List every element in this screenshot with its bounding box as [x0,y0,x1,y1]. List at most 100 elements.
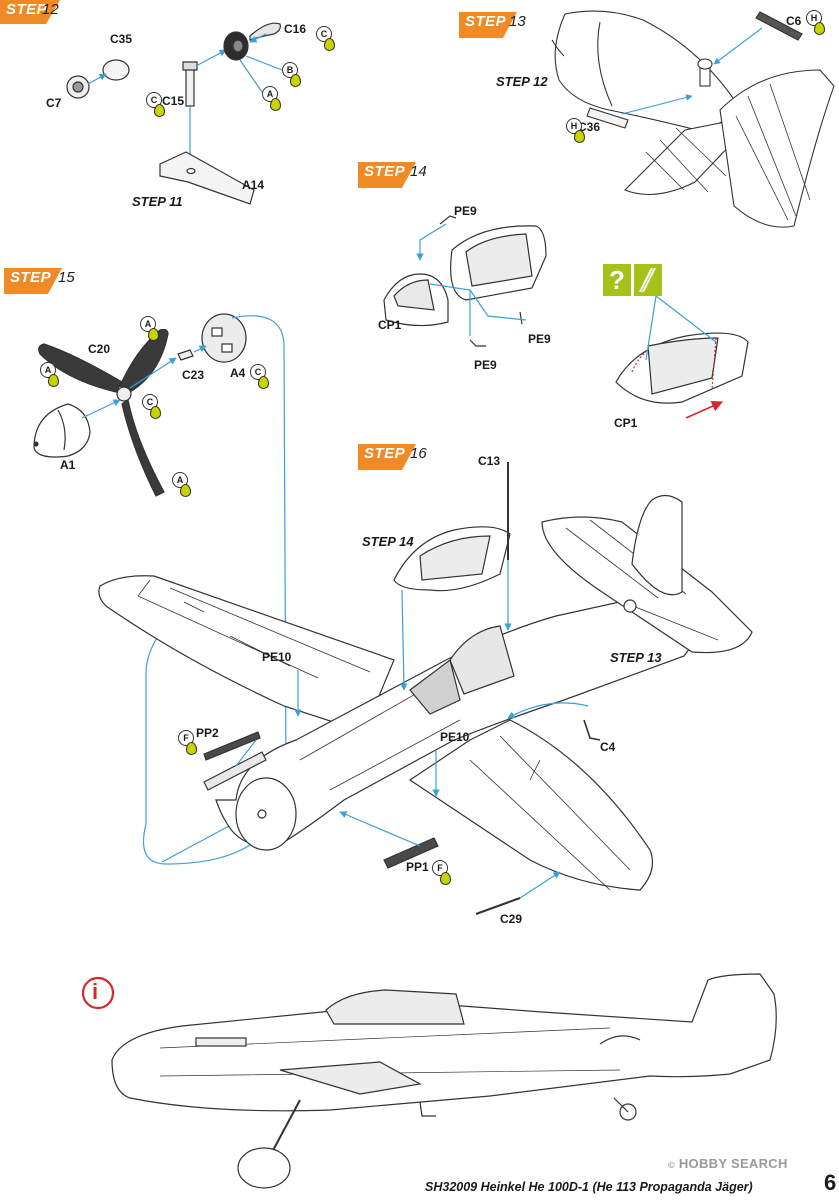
paint-drop-icon [154,104,165,117]
prop-hub [116,386,132,402]
step-label: STEP [6,1,48,18]
paint-badge-a-15left: A [40,362,62,388]
step-number: 14 [410,163,427,180]
label-pp2: PP2 [196,726,219,740]
profile-undercarriage [269,1099,301,1157]
label-c35: C35 [110,32,133,46]
label-pe9-bottom: PE9 [474,358,497,372]
paint-badge-a-15bot: A [172,472,194,498]
v-fin [719,69,835,228]
info-symbol-icon [81,976,115,1010]
paint-drop-icon [186,742,197,755]
step-tab-shape [358,444,416,470]
step-tab-shape [4,268,62,294]
paint-drop-icon [324,38,335,51]
watermark: © HOBBY SEARCH [668,1156,788,1171]
label-c15: C15 [162,94,185,108]
paint-badge-pp1: F [432,860,454,886]
ref-step12: STEP 12 [496,74,548,89]
paint-badge-b-12: B [282,62,304,88]
step-label: STEP [465,13,507,30]
tail-v-fin [631,494,683,596]
step-16-header: STEP 16 [358,444,427,470]
paint-drop-icon [574,130,585,143]
paint-badge-a4: C [250,364,272,390]
part-c4-step [583,719,601,741]
paint-badge-c6: H [806,10,828,36]
profile-wheel [237,1147,291,1189]
paint-badge-c15: C [146,92,168,118]
step-label: STEP [10,269,52,286]
step15-assembly [33,313,287,865]
label-c6: C6 [786,14,802,28]
label-a4: A4 [230,366,246,380]
fuselage-aft [554,10,742,133]
label-pe10-left: PE10 [262,650,292,664]
step-15-header: STEP 15 [4,268,75,294]
sand-optional-icon [634,264,662,296]
part-a4-backplate [201,313,247,363]
watermark-text: HOBBY SEARCH [678,1156,788,1171]
step-label: STEP [364,445,406,462]
label-c20: C20 [88,342,111,356]
step13-assembly [551,10,835,228]
part-c15-strut [185,67,195,107]
label-pe10-right: PE10 [440,730,470,744]
slash-glyph-icon [639,267,656,293]
ref-step11: STEP 11 [132,194,183,209]
label-c36: C36 [578,120,601,134]
label-c7: C7 [46,96,62,110]
step-number: 16 [410,445,427,462]
paint-badge-c36: H [566,118,588,144]
paint-badge-c-15mid: C [142,394,164,420]
paint-drop-icon [290,74,301,87]
question-glyph: ? [609,265,625,295]
prop-blade-bottom [121,399,165,497]
paint-badge-c16: C [316,26,338,52]
label-pe9-top: PE9 [454,204,477,218]
part-a14-base [159,151,255,205]
canopy-installed [449,625,515,695]
step14-alt-canopy [615,295,749,419]
step12-assembly [66,22,283,205]
wing-left [98,575,395,733]
paint-drop-icon [258,376,269,389]
part-c16-fairing [249,22,281,41]
paint-drop-icon [180,484,191,497]
tail-h-stab [541,516,753,654]
label-c13: C13 [478,454,501,468]
prop-blade-right [119,328,169,393]
profile-wing [279,1061,422,1095]
step-label: STEP [364,163,406,180]
paint-drop-icon [440,872,451,885]
ref-step13: STEP 13 [610,650,662,665]
step-12-header: STEP 12 [0,0,60,26]
label-a14: A14 [242,178,265,192]
paint-drop-icon [150,406,161,419]
paint-drop-icon [48,374,59,387]
step-tab-shape [358,162,416,188]
h-stabiliser [624,121,736,195]
prop-blade-left [38,343,123,393]
ref-step14: STEP 14 [362,534,414,549]
info-letter: i [92,979,99,1004]
label-a1: A1 [60,458,76,472]
label-c29: C29 [500,912,523,926]
page-number: 6 [824,1170,837,1195]
step-tab-shape [0,0,60,24]
part-a1-spinner [33,403,91,458]
label-c16: C16 [284,22,307,36]
footer-title: SH32009 Heinkel He 100D-1 (He 113 Propag… [425,1180,753,1194]
step14-assembly [383,215,547,347]
paint-badge-pp2: F [178,730,200,756]
label-pe9-right: PE9 [528,332,551,346]
part-c6-strip [755,11,803,41]
exhaust-pp2 [203,751,267,791]
label-cp1: CP1 [378,318,402,332]
step-number: 15 [58,269,75,286]
step-number: 13 [509,13,526,30]
step-14-header: STEP 14 [358,162,427,188]
paint-drop-icon [270,98,281,111]
question-icon: ? [603,264,631,296]
